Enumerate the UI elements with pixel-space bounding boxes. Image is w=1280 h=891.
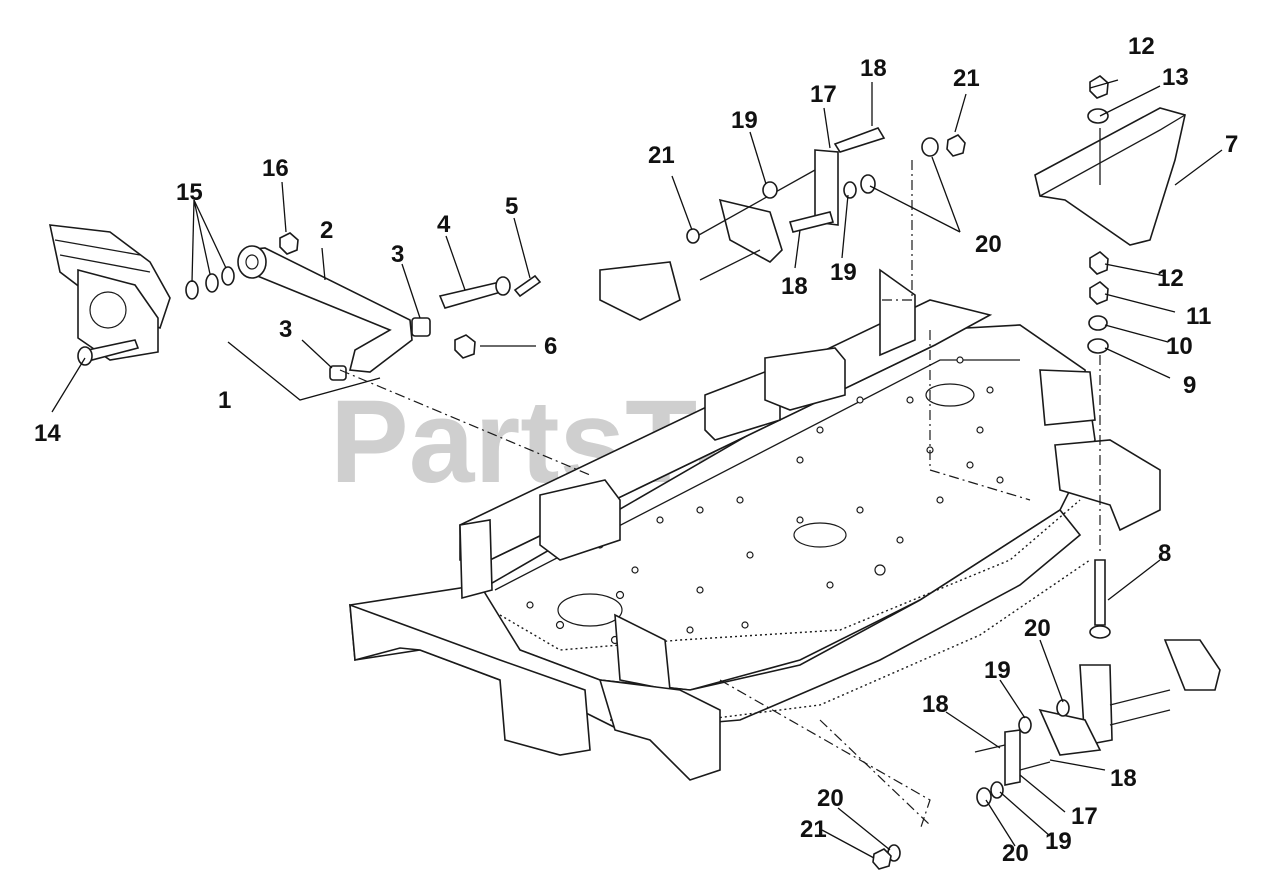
callout-5: 5 bbox=[505, 193, 518, 220]
belt-cover bbox=[1034, 75, 1186, 639]
front-hanger bbox=[719, 639, 1221, 870]
callout-9: 9 bbox=[1183, 372, 1196, 399]
callout-17-top: 17 bbox=[810, 81, 837, 108]
callout-3-upper: 3 bbox=[391, 241, 404, 268]
callout-2: 2 bbox=[320, 217, 333, 244]
callout-14: 14 bbox=[34, 420, 61, 447]
callout-12-top: 12 bbox=[1128, 33, 1155, 60]
callout-20-bottom-upper: 20 bbox=[1024, 615, 1051, 642]
callout-6: 6 bbox=[544, 333, 557, 360]
callout-19-bottom-upper: 19 bbox=[984, 657, 1011, 684]
callout-17-bottom: 17 bbox=[1071, 803, 1098, 830]
callout-20-bottom-left: 20 bbox=[817, 785, 844, 812]
callout-13: 13 bbox=[1162, 64, 1189, 91]
lift-arm bbox=[77, 232, 591, 476]
callout-18-mid: 18 bbox=[781, 273, 808, 300]
callout-21-left: 21 bbox=[648, 142, 675, 169]
callout-12-lower: 12 bbox=[1157, 265, 1184, 292]
callout-18-top: 18 bbox=[860, 55, 887, 82]
callout-8: 8 bbox=[1158, 540, 1171, 567]
callout-10: 10 bbox=[1166, 333, 1193, 360]
callout-numbers: 1 2 3 3 4 5 6 7 8 9 10 11 12 12 13 14 15… bbox=[34, 33, 1238, 867]
callout-20-top: 20 bbox=[975, 231, 1002, 258]
callout-11: 11 bbox=[1186, 303, 1211, 330]
callout-20-bottom-lower: 20 bbox=[1002, 840, 1029, 867]
callout-19-top: 19 bbox=[731, 107, 758, 134]
callout-18-bottom-right: 18 bbox=[1110, 765, 1137, 792]
callout-4: 4 bbox=[437, 211, 451, 238]
deck-brackets bbox=[459, 268, 1161, 781]
deck-holes bbox=[526, 356, 1004, 645]
callout-3-lower: 3 bbox=[279, 316, 292, 343]
callout-1: 1 bbox=[218, 387, 231, 414]
callout-7: 7 bbox=[1225, 131, 1238, 158]
callout-19-mid: 19 bbox=[830, 259, 857, 286]
callout-18-bottom-left: 18 bbox=[922, 691, 949, 718]
callout-16: 16 bbox=[262, 155, 289, 182]
callout-21-bottom: 21 bbox=[800, 816, 827, 843]
rear-hanger bbox=[599, 127, 966, 321]
callout-15: 15 bbox=[176, 179, 203, 206]
frame-mount bbox=[48, 224, 171, 361]
callout-19-bottom-lower: 19 bbox=[1045, 828, 1072, 855]
leader-lines bbox=[51, 79, 1223, 859]
callout-21-top: 21 bbox=[953, 65, 980, 92]
